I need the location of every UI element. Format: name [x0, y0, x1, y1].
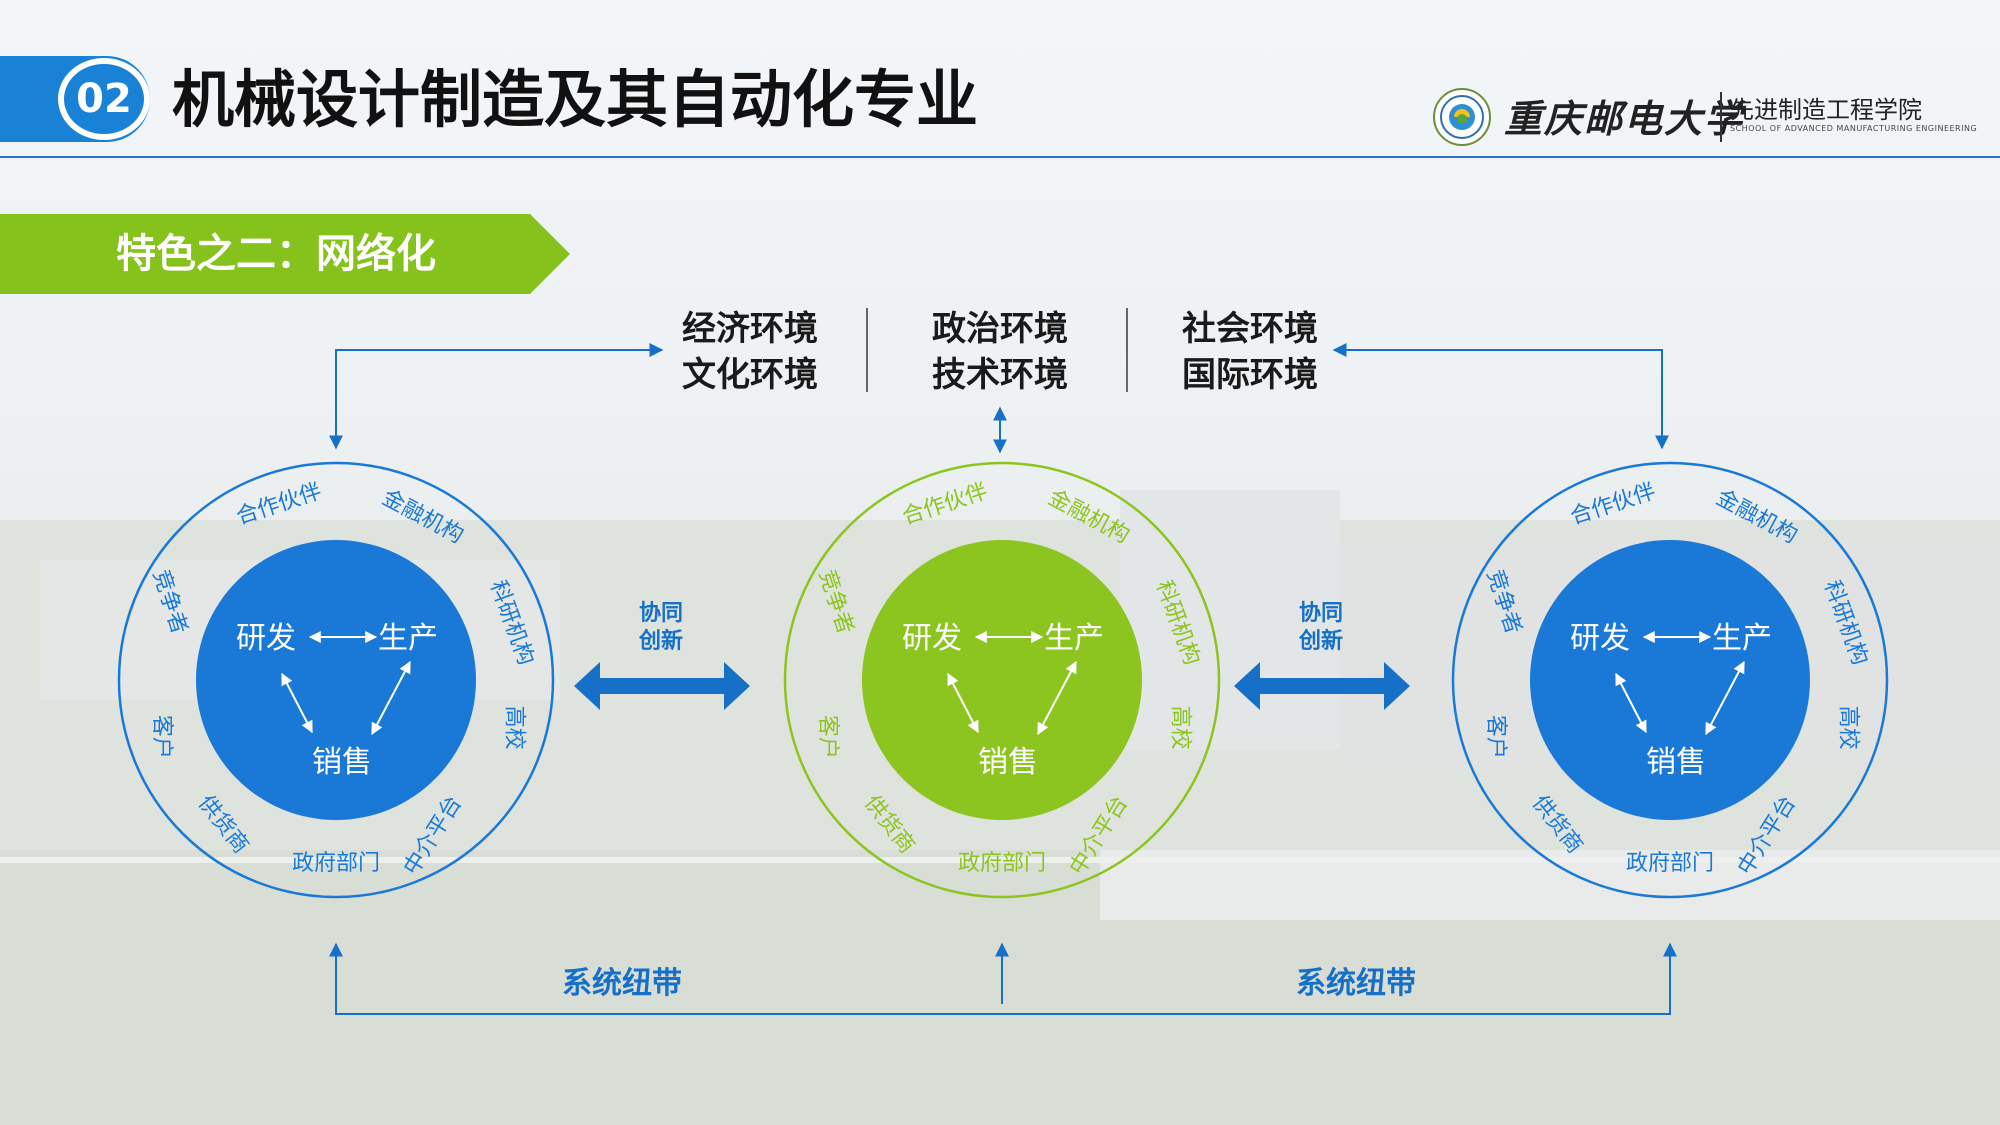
core-label-sales: 销售 [978, 745, 1038, 780]
outer-ring-middle [783, 461, 1221, 899]
env-international: 国际环境 [1182, 355, 1318, 395]
innovation-word: 创新 [638, 629, 683, 654]
coop-innovation-label-2: 协同 创新 [1296, 600, 1346, 656]
core-label-sales: 销售 [312, 745, 372, 780]
core-label-rd: 研发 [236, 621, 296, 656]
ring-label: 竞争者 [148, 567, 192, 638]
inner-arrows-right [1615, 631, 1745, 736]
ring-label: 客户 [1483, 715, 1508, 759]
header-divider [0, 156, 2000, 158]
ring-label: 供货商 [859, 791, 919, 858]
ring-label: 高校 [1168, 706, 1193, 750]
top-connectors [329, 343, 1669, 454]
env-economic: 经济环境 [682, 309, 818, 349]
feature-label: 特色之二：网络化 [116, 231, 436, 277]
bottom-connectors [329, 942, 1677, 1015]
core-label-rd: 研发 [1570, 621, 1630, 656]
env-social: 社会环境 [1182, 309, 1318, 349]
ring-label: 合作伙伴 [899, 479, 990, 530]
ring-label: 政府部门 [292, 851, 380, 876]
ring-label: 政府部门 [1626, 851, 1714, 876]
env-separator [1126, 308, 1128, 392]
ring-label: 竞争者 [814, 567, 858, 638]
ring-label: 竞争者 [1482, 567, 1526, 638]
core-label-sales: 销售 [1646, 745, 1706, 780]
circle-group-middle [783, 461, 1221, 899]
core-circle-left [196, 540, 476, 820]
section-number: 02 [76, 76, 132, 122]
ring-label: 政府部门 [958, 851, 1046, 876]
ring-label: 中介平台 [1065, 792, 1133, 880]
inner-arrows-left [281, 631, 411, 736]
ring-label: 科研机构 [485, 577, 539, 668]
inner-arrows-middle [947, 631, 1077, 736]
core-label-production: 生产 [1044, 621, 1104, 656]
environment-middle: 政治环境 技术环境 [900, 306, 1100, 398]
env-cultural: 文化环境 [682, 355, 818, 395]
coop-word: 协同 [1298, 601, 1343, 626]
core-label-production: 生产 [378, 621, 438, 656]
ring-label: 客户 [815, 715, 840, 759]
coop-word: 协同 [638, 601, 683, 626]
page-title: 机械设计制造及其自动化专业 [172, 63, 979, 136]
env-political: 政治环境 [932, 309, 1068, 349]
connector-system-bottom [329, 942, 1677, 1015]
outer-ring-right [1451, 461, 1889, 899]
system-link-label-2: 系统纽带 [1296, 966, 1416, 1001]
university-name: 重庆邮电大学 [1504, 96, 1745, 141]
core-circle-middle [862, 540, 1142, 820]
ring-label: 合作伙伴 [1567, 479, 1658, 530]
feature-banner [0, 214, 570, 294]
double-arrow-left [574, 662, 750, 710]
ring-label: 科研机构 [1819, 577, 1873, 668]
ring-label: 合作伙伴 [233, 479, 324, 530]
circle-group-right [1451, 461, 1889, 899]
ring-label: 中介平台 [399, 792, 467, 880]
coop-innovation-label-1: 协同 创新 [636, 600, 686, 656]
core-label-rd: 研发 [902, 621, 962, 656]
ring-label: 客户 [149, 715, 174, 759]
env-separator [866, 308, 868, 392]
innovation-word: 创新 [1298, 629, 1343, 654]
ring-label: 金融机构 [378, 485, 467, 548]
ring-label: 科研机构 [1151, 577, 1205, 668]
school-name: 先进制造工程学院 [1730, 96, 1922, 124]
ring-label: 供货商 [1527, 791, 1587, 858]
connector-left-env [329, 343, 664, 450]
system-link-label-1: 系统纽带 [562, 966, 682, 1001]
ring-label: 中介平台 [1733, 792, 1801, 880]
ring-label: 供货商 [193, 791, 253, 858]
section-number-badge: 02 [58, 58, 150, 140]
core-circle-right [1530, 540, 1810, 820]
ring-label: 金融机构 [1712, 485, 1801, 548]
logo-divider [1720, 92, 1722, 142]
env-technical: 技术环境 [932, 355, 1068, 395]
university-logo: 重庆邮电大学 先进制造工程学院 SCHOOL OF ADVANCED MANUF… [1432, 82, 1977, 152]
university-seal-icon [1433, 88, 1491, 146]
environment-left: 经济环境 文化环境 [650, 306, 850, 398]
circle-group-left [117, 461, 555, 899]
ring-label: 金融机构 [1044, 485, 1133, 548]
core-label-production: 生产 [1712, 621, 1772, 656]
ring-label: 高校 [502, 706, 527, 750]
connector-right-env [1332, 343, 1669, 450]
outer-ring-left [117, 461, 555, 899]
ring-label: 高校 [1836, 706, 1861, 750]
double-arrow-right [1234, 662, 1410, 710]
environment-right: 社会环境 国际环境 [1150, 306, 1350, 398]
school-name-en: SCHOOL OF ADVANCED MANUFACTURING ENGINEE… [1730, 124, 1978, 133]
